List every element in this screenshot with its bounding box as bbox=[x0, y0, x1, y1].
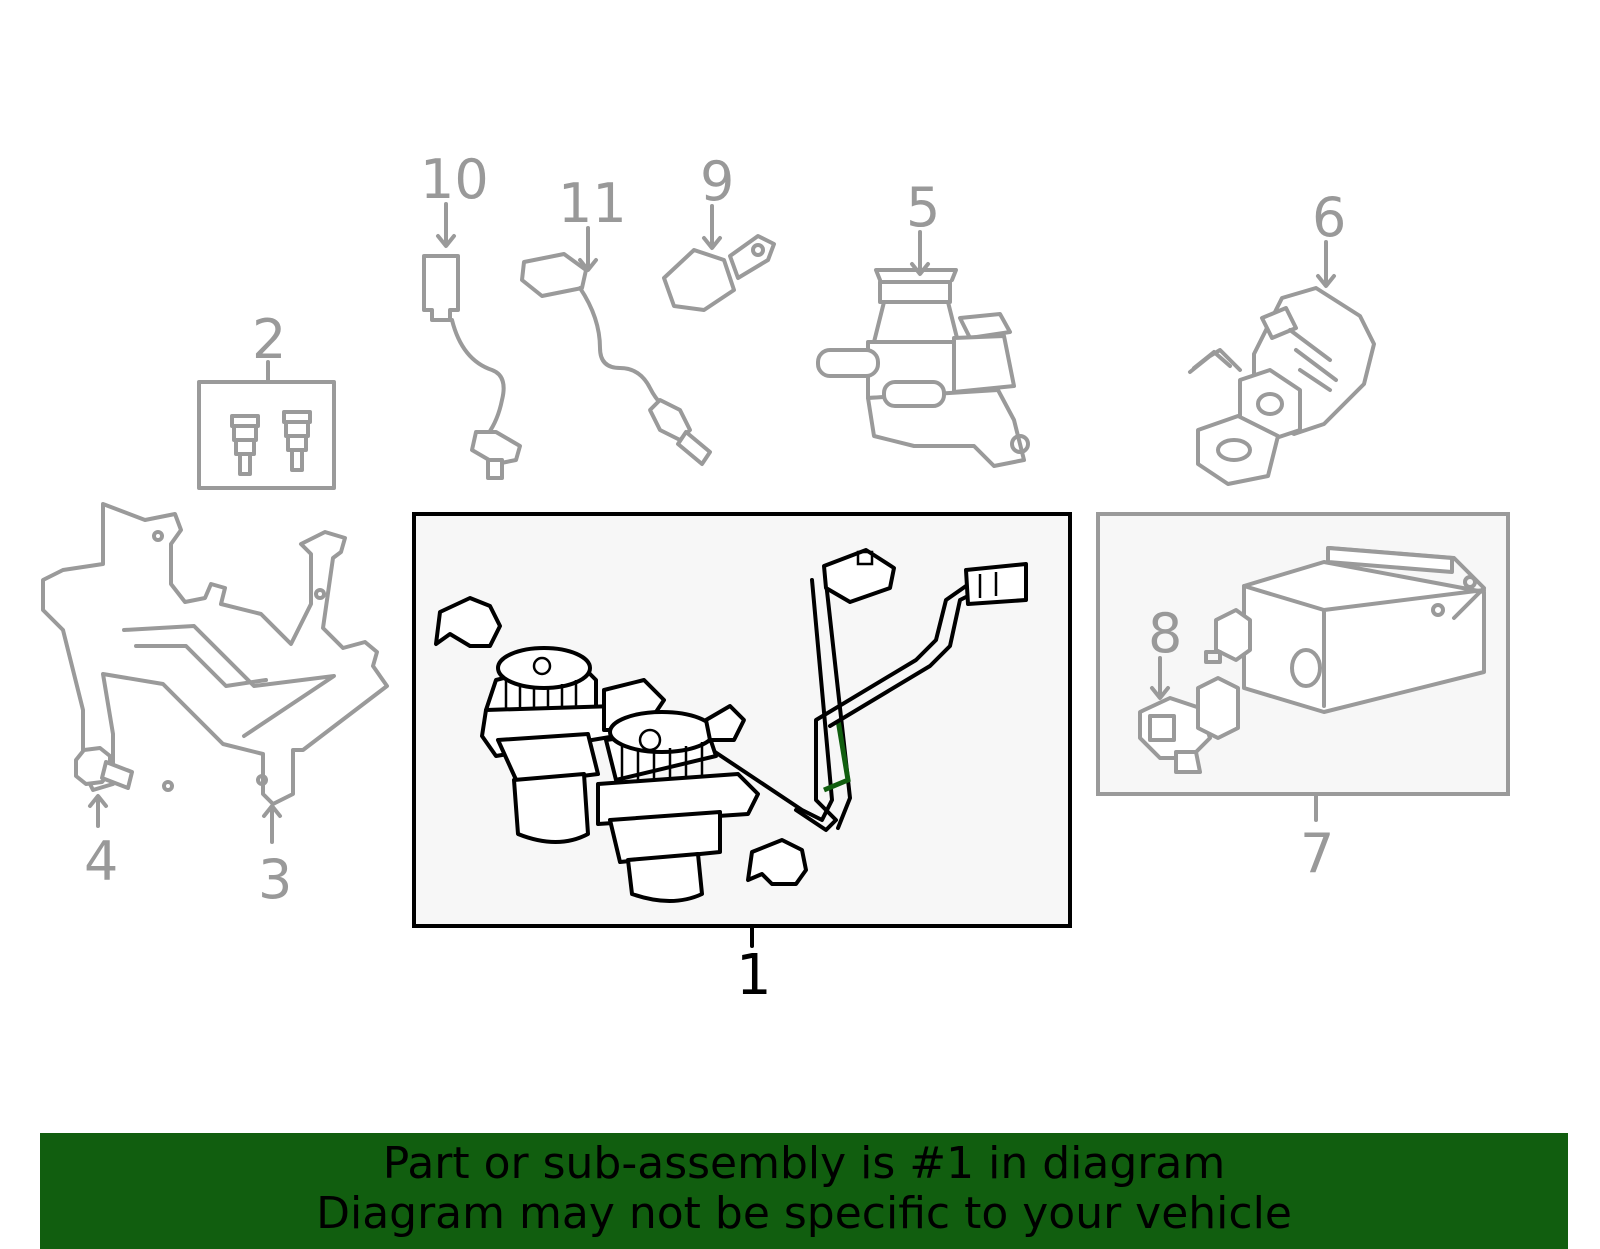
part-7-canister[interactable] bbox=[1204, 546, 1486, 714]
callout-10: 10 bbox=[420, 148, 489, 211]
banner-line-2: Diagram may not be specific to your vehi… bbox=[316, 1188, 1292, 1239]
part-11-oxygen-sensor[interactable] bbox=[520, 252, 712, 466]
callout-7: 7 bbox=[1300, 822, 1334, 885]
info-banner-bg bbox=[40, 1133, 1568, 1249]
part-6-combination-valve[interactable] bbox=[1188, 286, 1376, 486]
banner-line-1: Part or sub-assembly is #1 in diagram bbox=[382, 1138, 1226, 1189]
part-3-bracket[interactable] bbox=[41, 502, 389, 806]
part-5-air-switching-valve[interactable] bbox=[816, 268, 1030, 468]
callout-3: 3 bbox=[258, 848, 292, 911]
part-4-bolt[interactable] bbox=[74, 746, 134, 790]
callout-1: 1 bbox=[736, 943, 772, 1008]
callout-11: 11 bbox=[558, 172, 627, 235]
callout-6: 6 bbox=[1312, 186, 1346, 249]
callout-5: 5 bbox=[906, 176, 940, 239]
part-8-pressure-sensor[interactable] bbox=[1138, 676, 1240, 774]
callout-8: 8 bbox=[1148, 602, 1182, 665]
callout-9: 9 bbox=[700, 150, 734, 213]
info-banner: Part or sub-assembly is #1 in diagram Di… bbox=[40, 1133, 1568, 1249]
part-2-grommets[interactable] bbox=[197, 360, 336, 490]
part-1-air-pump-assembly[interactable] bbox=[434, 548, 1028, 903]
callout-4: 4 bbox=[84, 830, 118, 893]
callout-2: 2 bbox=[252, 308, 286, 371]
part-10-oxygen-sensor[interactable] bbox=[422, 254, 522, 480]
part-9-vsv[interactable] bbox=[662, 234, 776, 312]
